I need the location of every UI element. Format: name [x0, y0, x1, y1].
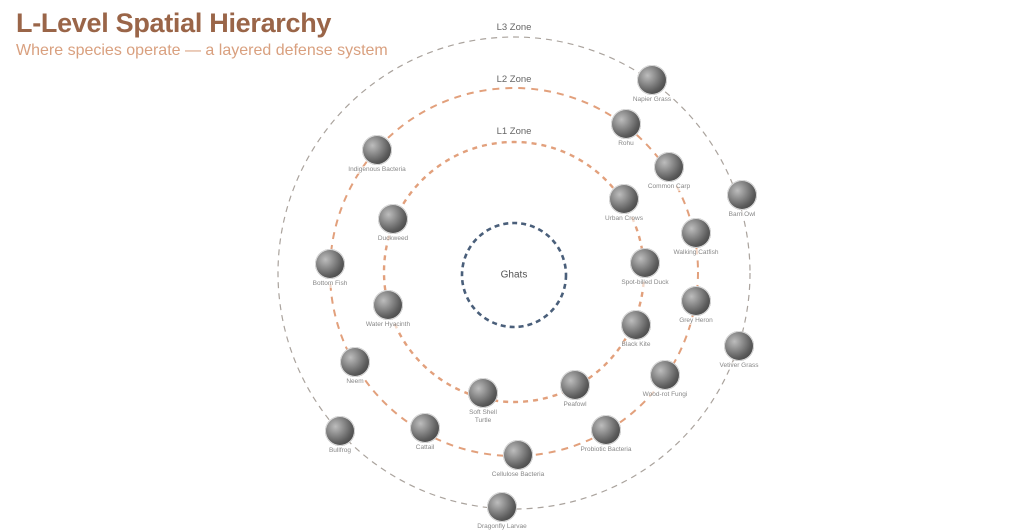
species-label: Soft Shell Turtle — [463, 409, 503, 425]
species-photo-icon — [487, 492, 517, 522]
species-photo-icon — [560, 370, 590, 400]
species-photo-icon — [503, 440, 533, 470]
species-photo-icon — [650, 360, 680, 390]
species-label: Rohu — [618, 140, 634, 148]
species-photo-icon — [468, 378, 498, 408]
species-photo-icon — [325, 416, 355, 446]
species-photo-icon — [681, 286, 711, 316]
species-label: Peafowl — [563, 401, 587, 409]
species-label: Urban Crows — [605, 215, 643, 223]
species-label: Bullfrog — [328, 447, 352, 455]
species-photo-icon — [340, 347, 370, 377]
species-photo-icon — [373, 290, 403, 320]
species-label: Cellulose Bacteria — [491, 471, 545, 479]
species-photo-icon — [609, 184, 639, 214]
ghats-label: Ghats — [500, 269, 528, 281]
species-label: Duckweed — [377, 235, 409, 243]
species-label: Bottom Fish — [312, 280, 348, 288]
l1-zone-label: L1 Zone — [493, 126, 535, 137]
species-photo-icon — [362, 135, 392, 165]
species-photo-icon — [630, 248, 660, 278]
species-photo-icon — [410, 413, 440, 443]
species-label: Walking Catfish — [673, 249, 719, 257]
species-label: Water Hyacinth — [365, 321, 411, 329]
species-label: Common Carp — [647, 183, 691, 191]
l3-ring — [277, 36, 751, 510]
species-photo-icon — [637, 65, 667, 95]
species-label: Neem — [346, 378, 364, 386]
species-label: Wood-rot Fungi — [642, 391, 688, 399]
species-label: Napier Grass — [632, 96, 672, 104]
species-label: Vetiver Grass — [719, 362, 759, 370]
species-photo-icon — [611, 109, 641, 139]
species-photo-icon — [591, 415, 621, 445]
species-label: Black Kite — [621, 341, 651, 349]
species-photo-icon — [681, 218, 711, 248]
species-photo-icon — [654, 152, 684, 182]
species-photo-icon — [378, 204, 408, 234]
species-label: Spot-billed Duck — [621, 279, 669, 287]
species-label: Grey Heron — [679, 317, 713, 325]
species-label: Probiotic Bacteria — [580, 446, 632, 454]
species-photo-icon — [727, 180, 757, 210]
species-label: Cattail — [415, 444, 435, 452]
species-photo-icon — [315, 249, 345, 279]
species-photo-icon — [621, 310, 651, 340]
page-title: L-Level Spatial Hierarchy — [16, 8, 332, 38]
ghats-ring — [460, 221, 568, 329]
l2-zone-label: L2 Zone — [493, 74, 535, 85]
page-subtitle: Where species operate — a layered defens… — [16, 42, 388, 59]
species-label: Indigenous Bacteria — [348, 166, 406, 174]
species-label: Dragonfly Larvae — [477, 523, 527, 531]
species-label: Barn Owl — [728, 211, 756, 219]
species-photo-icon — [724, 331, 754, 361]
l3-zone-label: L3 Zone — [493, 22, 535, 33]
